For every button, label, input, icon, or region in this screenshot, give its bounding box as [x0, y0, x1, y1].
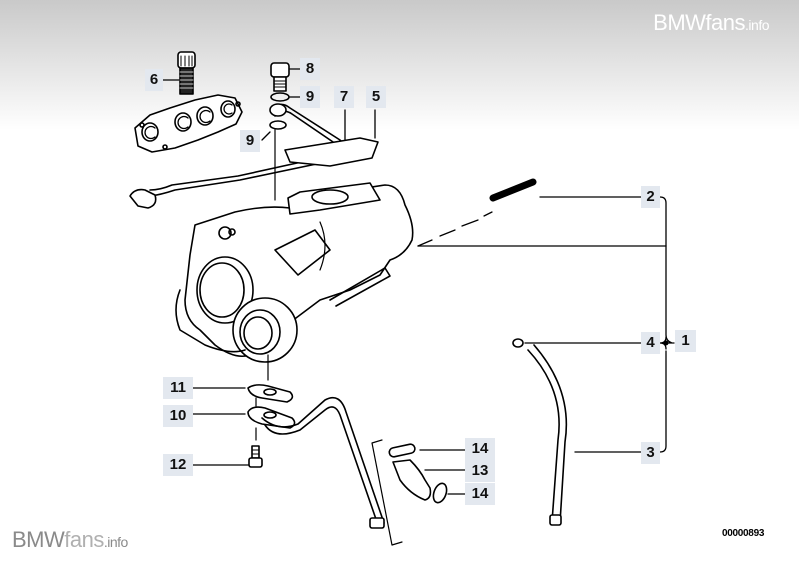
- callout-14-upper[interactable]: 14: [465, 438, 495, 460]
- diagram-id: 00000893: [722, 528, 765, 539]
- bracket-group-13-14: [371, 439, 403, 546]
- clamp-part-14-upper[interactable]: [388, 443, 416, 458]
- callout-3[interactable]: 3: [641, 442, 660, 464]
- manifold-gasket[interactable]: [134, 94, 243, 153]
- callout-8[interactable]: 8: [300, 58, 320, 80]
- watermark-bottom-bmw: BMW: [12, 527, 65, 552]
- callout-1[interactable]: 1: [675, 330, 696, 352]
- callout-14-lower[interactable]: 14: [465, 483, 495, 505]
- watermark-top-brand: BMWfans: [653, 10, 746, 35]
- watermark-top: BMWfans.info: [653, 10, 769, 36]
- clamp-part-14-lower[interactable]: [431, 482, 449, 505]
- bolt-part-12[interactable]: [248, 445, 263, 468]
- callout-9-upper[interactable]: 9: [300, 86, 320, 108]
- leader-lines: [162, 68, 675, 495]
- callout-6[interactable]: 6: [145, 69, 163, 91]
- watermark-bottom-suffix: .info: [103, 534, 128, 550]
- gasket-part-5[interactable]: [284, 137, 379, 167]
- bracket-junction-dot: [663, 340, 669, 346]
- cap-part-4[interactable]: [512, 338, 524, 348]
- callout-2[interactable]: 2: [641, 186, 660, 208]
- banjo-bolt-part-8[interactable]: [270, 62, 290, 92]
- callout-11[interactable]: 11: [163, 377, 193, 399]
- washer-part-9-upper[interactable]: [270, 92, 290, 102]
- watermark-top-suffix: .info: [745, 17, 769, 33]
- washer-part-9-lower[interactable]: [269, 120, 287, 130]
- watermark-bottom-fans: fans: [64, 527, 104, 552]
- callout-4[interactable]: 4: [641, 332, 660, 354]
- hose-part-13[interactable]: [392, 459, 432, 501]
- oil-return-pipe[interactable]: [261, 396, 385, 529]
- gasket-part-11[interactable]: [247, 384, 294, 403]
- header-gradient: [0, 0, 799, 130]
- callout-12[interactable]: 12: [163, 454, 193, 476]
- callout-13[interactable]: 13: [465, 460, 495, 482]
- hose-part-3[interactable]: [527, 344, 568, 526]
- bolt-part-6[interactable]: [177, 51, 196, 95]
- stud-part-2[interactable]: [417, 178, 537, 247]
- callout-7[interactable]: 7: [334, 86, 354, 108]
- watermark-bottom: BMWfans.info: [12, 527, 128, 553]
- gasket-part-10[interactable]: [247, 406, 296, 429]
- callout-5[interactable]: 5: [366, 86, 386, 108]
- turbocharger-body[interactable]: [175, 182, 414, 363]
- callout-10[interactable]: 10: [163, 405, 193, 427]
- callout-9-lower[interactable]: 9: [240, 130, 260, 152]
